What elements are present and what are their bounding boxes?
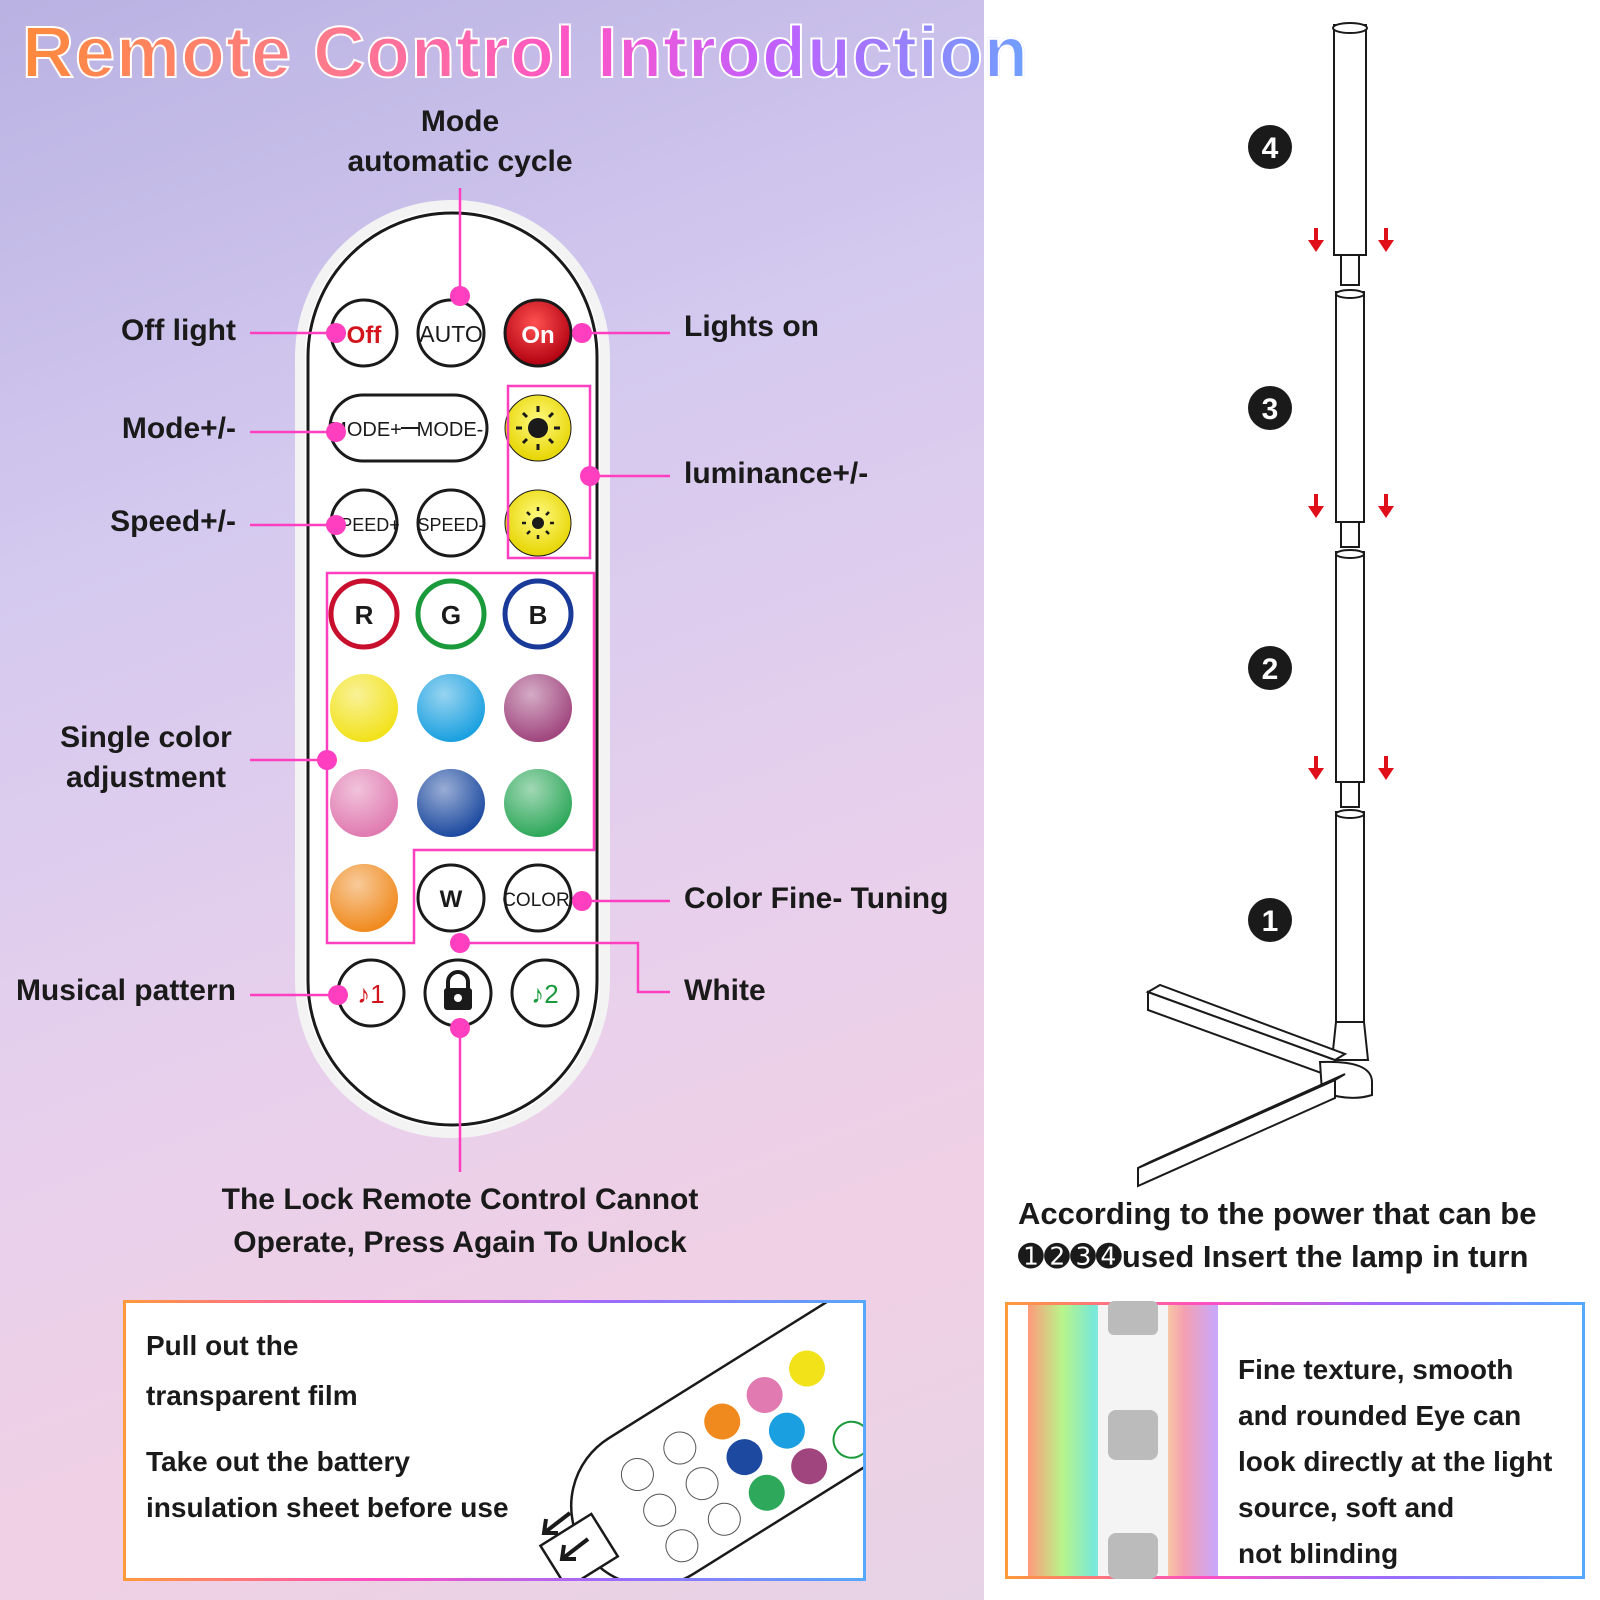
- musical-pattern-label: Musical pattern: [15, 974, 236, 1007]
- speed-down-button: SPEED-: [416, 488, 486, 558]
- svg-text:AUTO: AUTO: [419, 321, 482, 347]
- white-label: White: [684, 974, 766, 1007]
- remote-diagram: Off AUTO On MODE+ MODE- SPEED+ SPEED-: [250, 188, 670, 1172]
- assembly-caption-line1: According to the power that can be: [1018, 1196, 1537, 1231]
- svg-text:W: W: [440, 886, 463, 913]
- battery-instruction-box: Pull out the transparent film Take out t…: [123, 1300, 866, 1581]
- insert-arrows: [1308, 228, 1394, 780]
- off-light-label: Off light: [121, 314, 236, 347]
- brightness-down-button: [504, 489, 572, 557]
- mode-button: MODE+ MODE-: [328, 393, 489, 463]
- lock-button: [423, 958, 493, 1028]
- white-button: W: [416, 863, 486, 933]
- battery-text-line3: Take out the battery: [146, 1446, 410, 1477]
- svg-text:B: B: [529, 600, 548, 630]
- red-button: R: [328, 578, 400, 650]
- texture-text-line1: Fine texture, smooth: [1238, 1354, 1514, 1385]
- lights-on-label: Lights on: [684, 310, 819, 343]
- music1-button: ♪1: [336, 958, 406, 1028]
- lock-description: The Lock Remote Control Cannot Operate, …: [221, 1183, 699, 1259]
- green-button: G: [415, 578, 487, 650]
- music2-button: ♪2: [510, 958, 580, 1028]
- auto-button: AUTO: [416, 298, 486, 368]
- assembly-caption-line2: ➊➋➌➍used Insert the lamp in turn: [1018, 1239, 1529, 1274]
- led-chip-3: [1108, 1533, 1158, 1579]
- lamp-segment-2: [1335, 551, 1365, 783]
- on-button: On: [503, 298, 573, 368]
- single-color-box: [325, 571, 596, 945]
- svg-text:COLOR: COLOR: [502, 890, 570, 911]
- single-color-label: Single color adjustment: [60, 721, 232, 794]
- texture-text-line2: and rounded Eye can: [1238, 1400, 1522, 1431]
- svg-text:2: 2: [1262, 653, 1279, 686]
- svg-text:SPEED-: SPEED-: [417, 515, 484, 535]
- brightness-up-button: [504, 394, 572, 462]
- svg-text:1: 1: [1262, 905, 1279, 938]
- texture-text-line3: look directly at the light: [1238, 1446, 1553, 1477]
- lamp-base-leg-front: [1137, 1078, 1336, 1188]
- battery-text-line2: transparent film: [146, 1380, 358, 1411]
- page-title: Remote Control Introduction: [21, 12, 1029, 94]
- led-chip-2: [1108, 1410, 1158, 1460]
- blue-button: B: [502, 578, 574, 650]
- lamp-base-leg-back: [1147, 990, 1336, 1080]
- svg-text:Off: Off: [347, 322, 383, 349]
- mode-cycle-label: Mode automatic cycle: [347, 105, 573, 178]
- lamp-segment-1: [1335, 811, 1365, 1023]
- texture-text-line5: not blinding: [1238, 1538, 1399, 1569]
- battery-text-line1: Pull out the: [146, 1330, 299, 1361]
- svg-text:R: R: [355, 600, 374, 630]
- svg-text:3: 3: [1262, 393, 1279, 426]
- svg-text:♪1: ♪1: [357, 979, 384, 1009]
- texture-text-line4: source, soft and: [1238, 1492, 1455, 1523]
- battery-text-line4: insulation sheet before use: [146, 1492, 509, 1523]
- svg-text:MODE+: MODE+: [330, 419, 402, 441]
- lamp-segment-3: [1335, 291, 1365, 523]
- speed-label: Speed+/-: [110, 505, 236, 538]
- color-fine-tuning-label: Color Fine- Tuning: [684, 882, 949, 915]
- color-tuning-button: COLOR: [502, 863, 573, 933]
- svg-text:SPEED+: SPEED+: [328, 515, 400, 535]
- remote-battery-illustration: [538, 1303, 863, 1578]
- svg-text:♪2: ♪2: [531, 979, 558, 1009]
- texture-info-box: Fine texture, smooth and rounded Eye can…: [1005, 1301, 1585, 1579]
- speed-up-button: SPEED+: [328, 488, 400, 558]
- luminance-label: luminance+/-: [684, 457, 869, 490]
- svg-text:G: G: [441, 600, 461, 630]
- svg-text:MODE-: MODE-: [417, 419, 484, 441]
- lamp-segment-4: [1333, 24, 1367, 256]
- mode-label: Mode+/-: [121, 412, 236, 445]
- led-chip-1: [1108, 1301, 1158, 1335]
- svg-text:On: On: [521, 322, 554, 349]
- step-badges: 4 3 2 1: [1248, 125, 1292, 942]
- svg-text:4: 4: [1262, 132, 1279, 165]
